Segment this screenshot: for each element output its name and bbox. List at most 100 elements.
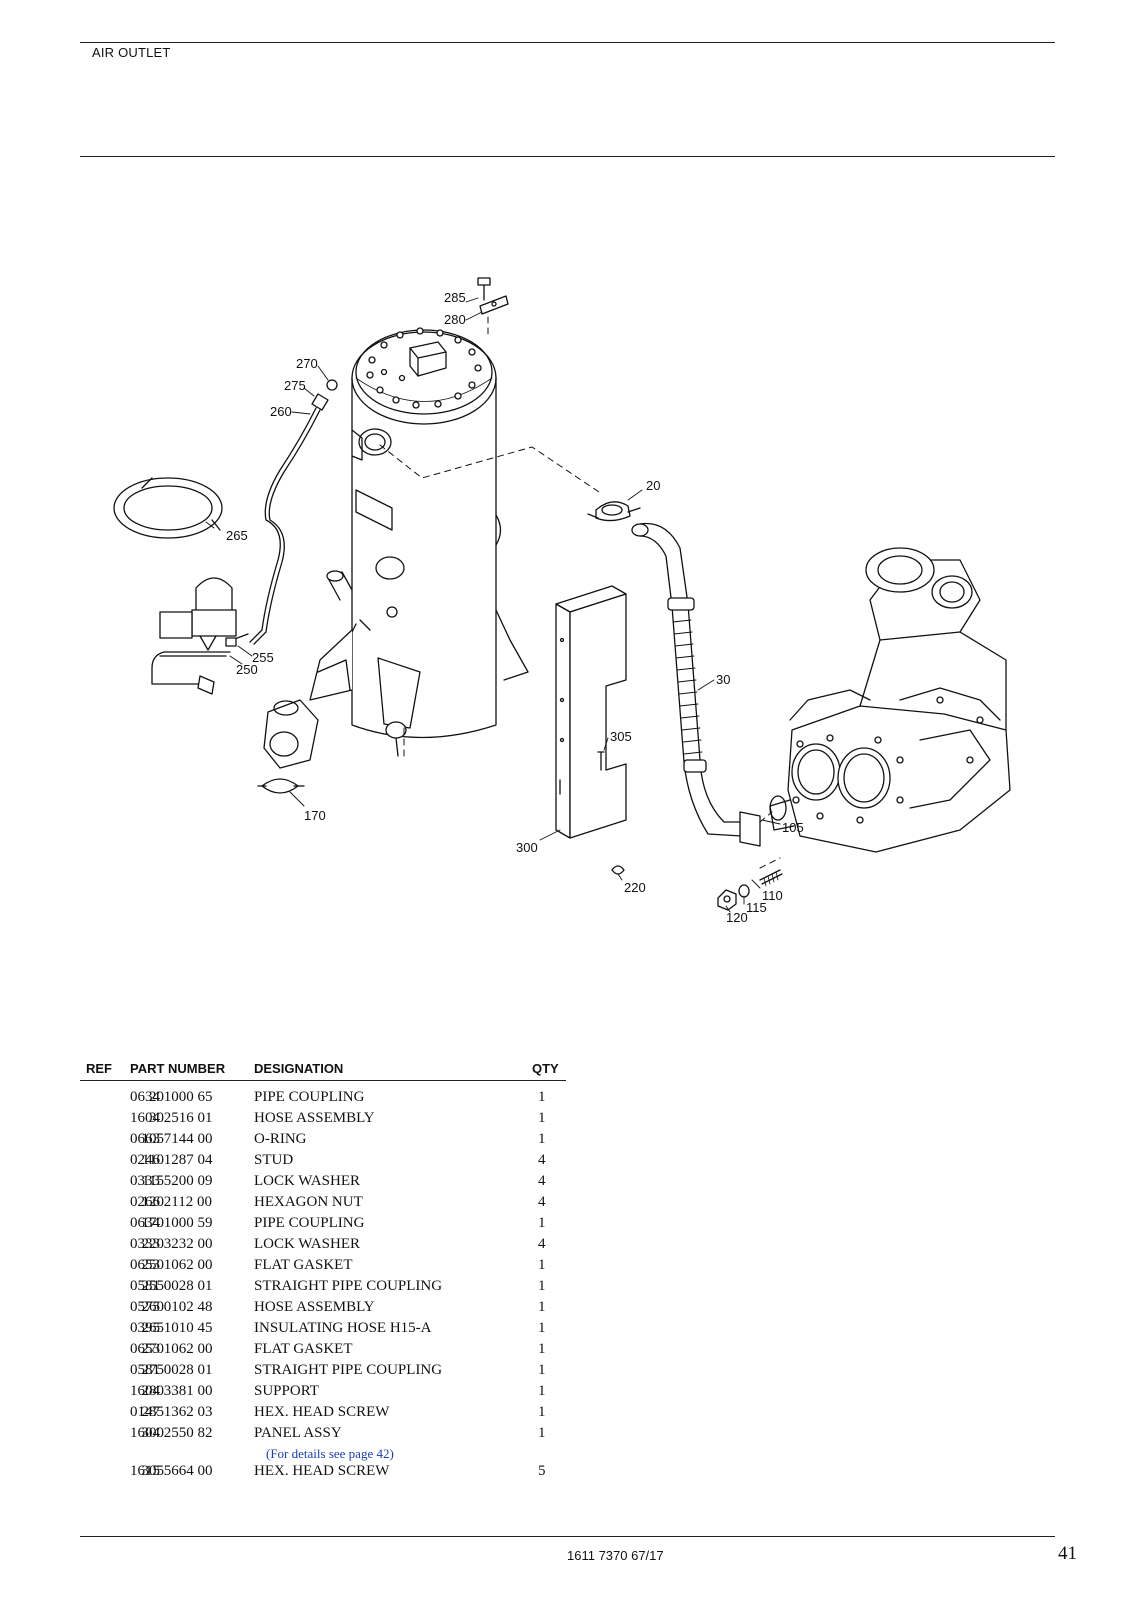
document-number: 1611 7370 67/17	[567, 1548, 664, 1563]
pipe-coupling-20	[587, 501, 641, 522]
callout-270: 270	[296, 356, 318, 371]
cell-designation: LOCK WASHER	[254, 1173, 360, 1189]
cell-ref: 30	[149, 1110, 164, 1126]
diagram-callouts: 285 280 270 275 260 265 20 30 255 250 17…	[226, 290, 804, 925]
cell-ref: 265	[141, 1320, 165, 1336]
callout-110: 110	[762, 888, 783, 903]
header-designation: DESIGNATION	[254, 1061, 344, 1076]
panel-detail-note: (For details see page 42)	[266, 1446, 394, 1461]
cell-qty: 4	[538, 1236, 546, 1252]
cell-designation: HEX. HEAD SCREW	[254, 1404, 390, 1420]
footer-rule	[80, 1536, 1055, 1537]
cell-ref: 170	[141, 1215, 165, 1231]
cell-part-number: 1604 2516 01	[130, 1110, 213, 1126]
cell-designation: HEX. HEAD SCREW	[254, 1463, 390, 1479]
cell-designation: PANEL ASSY	[254, 1425, 342, 1441]
air-receiver-vessel	[309, 327, 529, 757]
cell-designation: FLAT GASKET	[254, 1257, 353, 1273]
cell-qty: 1	[538, 1404, 546, 1420]
elbow-outlet-assembly	[257, 699, 319, 794]
cell-qty: 1	[538, 1110, 546, 1126]
cell-designation: STRAIGHT PIPE COUPLING	[254, 1362, 443, 1378]
callout-250: 250	[236, 662, 258, 677]
cell-designation: HOSE ASSEMBLY	[254, 1299, 375, 1315]
header-ref: REF	[86, 1061, 112, 1076]
cell-ref: 270	[141, 1341, 165, 1357]
cell-ref: 280	[141, 1383, 165, 1399]
cell-part-number: 0333 5200 09	[130, 1173, 213, 1189]
support-bracket	[477, 277, 509, 315]
callout-275: 275	[284, 378, 306, 393]
cell-ref: 115	[142, 1173, 164, 1189]
cell-designation: HEXAGON NUT	[254, 1194, 363, 1210]
cell-qty: 1	[538, 1131, 546, 1147]
cell-qty: 4	[538, 1173, 546, 1189]
cell-part-number: 1604 3381 00	[130, 1383, 213, 1399]
cell-part-number: 0663 7144 00	[130, 1131, 213, 1147]
callout-265: 265	[226, 528, 248, 543]
header-top-rule	[80, 42, 1055, 43]
cell-qty: 1	[538, 1089, 546, 1105]
header-part-number: PART NUMBER	[130, 1061, 226, 1076]
cell-qty: 1	[538, 1362, 546, 1378]
insulating-hose-coil	[113, 477, 223, 539]
cell-designation: PIPE COUPLING	[254, 1215, 365, 1231]
header-bottom-rule	[80, 156, 1055, 157]
exploded-parts-diagram: 285 280 270 275 260 265 20 30 255 250 17…	[113, 277, 1011, 925]
cell-part-number: 0653 1062 00	[130, 1257, 213, 1273]
cell-part-number: 0395 1010 45	[130, 1320, 213, 1336]
section-title: AIR OUTLET	[92, 45, 171, 60]
cell-designation: FLAT GASKET	[254, 1341, 353, 1357]
callout-260: 260	[270, 404, 292, 419]
cell-qty: 1	[538, 1341, 546, 1357]
callout-120: 120	[726, 910, 748, 925]
cell-qty: 1	[538, 1299, 546, 1315]
cell-qty: 1	[538, 1278, 546, 1294]
header-qty: QTY	[532, 1061, 559, 1076]
callout-220: 220	[624, 880, 646, 895]
cell-part-number: 0581 0028 01	[130, 1278, 213, 1294]
cell-designation: O-RING	[254, 1131, 307, 1147]
cell-designation: SUPPORT	[254, 1383, 319, 1399]
cell-qty: 5	[538, 1463, 546, 1479]
cell-qty: 4	[538, 1194, 546, 1210]
cell-designation: INSULATING HOSE H15-A	[254, 1320, 432, 1336]
cell-ref: 305	[141, 1463, 165, 1479]
cell-ref: 275	[141, 1362, 165, 1378]
callout-20: 20	[646, 478, 660, 493]
callout-170: 170	[304, 808, 326, 823]
flexible-hose-30	[631, 522, 787, 847]
panel-300	[555, 585, 627, 839]
cell-part-number: 0575 0102 48	[130, 1299, 213, 1315]
cell-ref: 20	[149, 1089, 164, 1105]
callout-300: 300	[516, 840, 538, 855]
table-note-row: (For details see page 42)	[80, 1446, 566, 1463]
callout-115: 115	[746, 900, 767, 915]
callout-285: 285	[444, 290, 466, 305]
cell-qty: 1	[538, 1425, 546, 1441]
cell-part-number: 0581 0028 01	[130, 1362, 213, 1378]
cell-designation: HOSE ASSEMBLY	[254, 1110, 375, 1126]
cell-ref: 300	[141, 1425, 165, 1441]
cell-ref: 105	[141, 1131, 165, 1147]
cell-part-number: 1604 2550 82	[130, 1425, 213, 1441]
cell-designation: STRAIGHT PIPE COUPLING	[254, 1278, 443, 1294]
cell-ref: 255	[141, 1278, 165, 1294]
cell-designation: STUD	[254, 1152, 294, 1168]
drain-valve-assembly	[151, 577, 249, 695]
cell-part-number: 0634 1000 65	[130, 1089, 213, 1105]
cell-ref: 285	[141, 1404, 165, 1420]
